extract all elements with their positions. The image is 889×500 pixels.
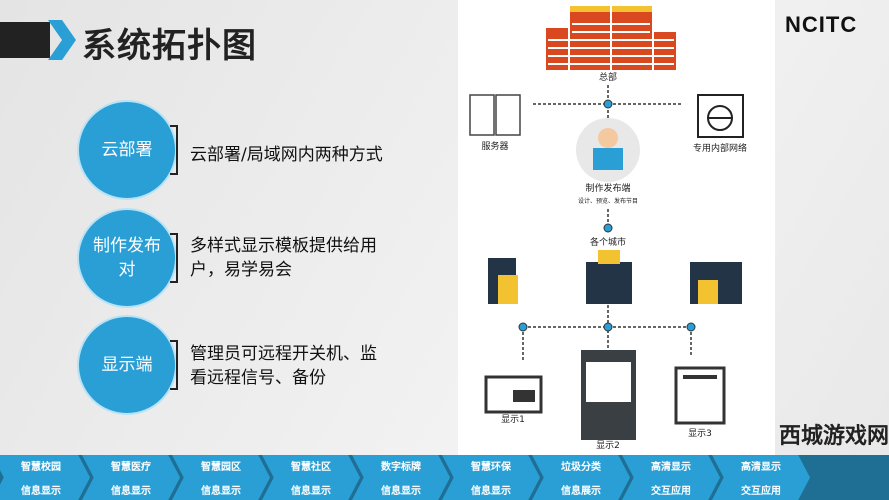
display-1-label: 显示1: [501, 415, 525, 425]
segment-bottom: 信息显示: [291, 486, 331, 497]
bracket: [170, 340, 178, 390]
segment-top: 智慧医疗: [111, 462, 151, 473]
application-segment: 高清显示交互应用: [712, 455, 810, 500]
network-label: 专用内部网络: [692, 144, 747, 154]
bracket: [170, 233, 178, 283]
segment-top: 高清显示: [651, 462, 691, 473]
segment-top: 智慧园区: [201, 462, 241, 473]
server-label: 服务器: [481, 142, 509, 152]
display-3-icon: [674, 366, 726, 425]
segment-bottom: 交互应用: [651, 486, 691, 497]
segment-bottom: 信息显示: [471, 486, 511, 497]
ncitc-logo: NCITC: [785, 12, 858, 37]
segment-top: 智慧环保: [471, 462, 511, 473]
application-segment: 高清显示交互应用: [622, 455, 720, 500]
producer-sub-label: 设计、预览、发布节目: [577, 198, 638, 205]
segment-top: 数字标牌: [381, 462, 421, 473]
feature-circle-display: 显示端: [77, 315, 177, 415]
segment-top: 垃圾分类: [561, 462, 601, 473]
application-segment: 智慧校园信息显示: [0, 455, 90, 500]
server-icon: [469, 94, 521, 136]
bracket: [170, 125, 178, 175]
display-2-label: 显示2: [596, 441, 620, 451]
globe-icon: [697, 94, 744, 138]
feature-desc-display: 管理员可远程开关机、监看远程信号、备份: [190, 344, 377, 388]
chevron-icon: [48, 20, 76, 60]
feature-desc-publish: 多样式显示模板提供给用户，易学易会: [190, 236, 377, 280]
producer-label: 制作发布端: [585, 184, 631, 194]
segment-bottom: 信息显示: [111, 486, 151, 497]
display-2-icon: [581, 350, 636, 440]
segment-bottom: 信息显示: [381, 486, 421, 497]
segment-bottom: 交互应用: [741, 486, 781, 497]
feature-circle-publish: 制作发布对: [77, 208, 177, 308]
topology-panel: 总部 服务器 专用内部网络 制作发布端 设计、预览、发布节目 各个城市 显示1 …: [458, 0, 775, 455]
segment-top: 智慧校园: [21, 462, 61, 473]
hq-buildings-icon: [546, 6, 676, 70]
hq-label: 总部: [598, 73, 617, 83]
application-segment: 智慧社区信息显示: [262, 455, 360, 500]
city-buildings-icons: [488, 250, 742, 304]
display-1-icon: [484, 375, 543, 414]
application-segment: 智慧园区信息显示: [172, 455, 270, 500]
page-title: 系统拓扑图: [82, 26, 257, 66]
segment-bottom: 信息显示: [201, 486, 241, 497]
segment-bottom: 信息显示: [21, 486, 61, 497]
application-segment: 数字标牌信息显示: [352, 455, 450, 500]
feature-desc-cloud: 云部署/局域网内两种方式: [190, 145, 383, 165]
title-bar-decoration: [0, 22, 50, 58]
cities-label: 各个城市: [589, 238, 626, 248]
segment-top: 智慧社区: [291, 462, 331, 473]
display-3-label: 显示3: [688, 429, 712, 439]
segment-top: 高清显示: [741, 462, 781, 473]
feature-circle-cloud: 云部署: [77, 100, 177, 200]
segment-bottom: 信息展示: [561, 486, 601, 497]
topology-diagram: [469, 6, 744, 440]
application-segment: 智慧环保信息显示: [442, 455, 540, 500]
application-segment: 智慧医疗信息显示: [82, 455, 180, 500]
watermark: 西城游戏网: [779, 424, 889, 449]
application-segment: 垃圾分类信息展示: [532, 455, 630, 500]
